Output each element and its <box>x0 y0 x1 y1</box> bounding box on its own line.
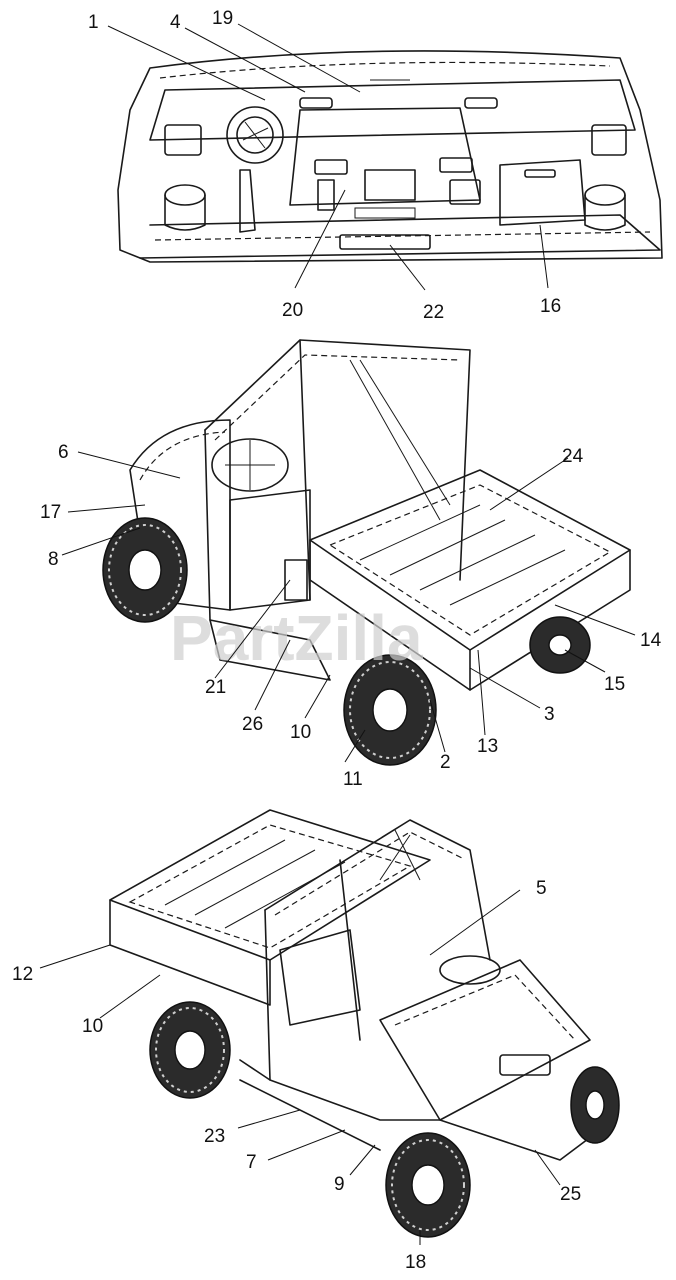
callout-17: 17 <box>40 502 61 523</box>
callout-14: 14 <box>640 630 662 651</box>
vehicle-front-left-illustration <box>102 339 631 766</box>
rear-right-wheel <box>529 616 591 674</box>
front-right-wheel-bottom <box>385 1132 471 1238</box>
callout-4: 4 <box>170 12 181 33</box>
callout-13: 13 <box>477 736 498 757</box>
dashboard-illustration <box>117 50 663 263</box>
callout-5: 5 <box>536 878 547 899</box>
callout-23: 23 <box>204 1126 225 1147</box>
leader-lines <box>39 23 636 1245</box>
callout-24: 24 <box>562 446 584 467</box>
callout-10-bottom: 10 <box>82 1016 103 1037</box>
rear-left-wheel <box>343 654 437 766</box>
callout-9: 9 <box>334 1174 345 1195</box>
callout-2: 2 <box>440 752 451 773</box>
callout-16: 16 <box>540 296 561 317</box>
callout-6: 6 <box>58 442 69 463</box>
callout-11: 11 <box>343 769 363 790</box>
callout-21: 21 <box>205 677 226 698</box>
callout-19: 19 <box>212 8 233 29</box>
callout-labels: 1 4 19 20 22 16 6 17 8 24 14 15 3 13 2 1… <box>12 8 662 1273</box>
callout-26: 26 <box>242 714 263 735</box>
callout-1: 1 <box>88 12 99 33</box>
rear-right-wheel-bottom <box>149 1001 231 1099</box>
callout-10-middle: 10 <box>290 722 311 743</box>
callout-3: 3 <box>544 704 555 725</box>
callout-22: 22 <box>423 302 444 323</box>
vehicle-rear-right-illustration <box>109 809 620 1238</box>
callout-25: 25 <box>560 1184 581 1205</box>
front-left-wheel <box>102 517 188 623</box>
callout-12: 12 <box>12 964 33 985</box>
watermark: PartZilla <box>170 602 423 674</box>
callout-15: 15 <box>604 674 625 695</box>
front-left-wheel-bottom <box>570 1066 620 1144</box>
callout-18: 18 <box>405 1252 426 1273</box>
callout-7: 7 <box>246 1152 257 1173</box>
callout-8: 8 <box>48 549 59 570</box>
callout-20: 20 <box>282 300 303 321</box>
